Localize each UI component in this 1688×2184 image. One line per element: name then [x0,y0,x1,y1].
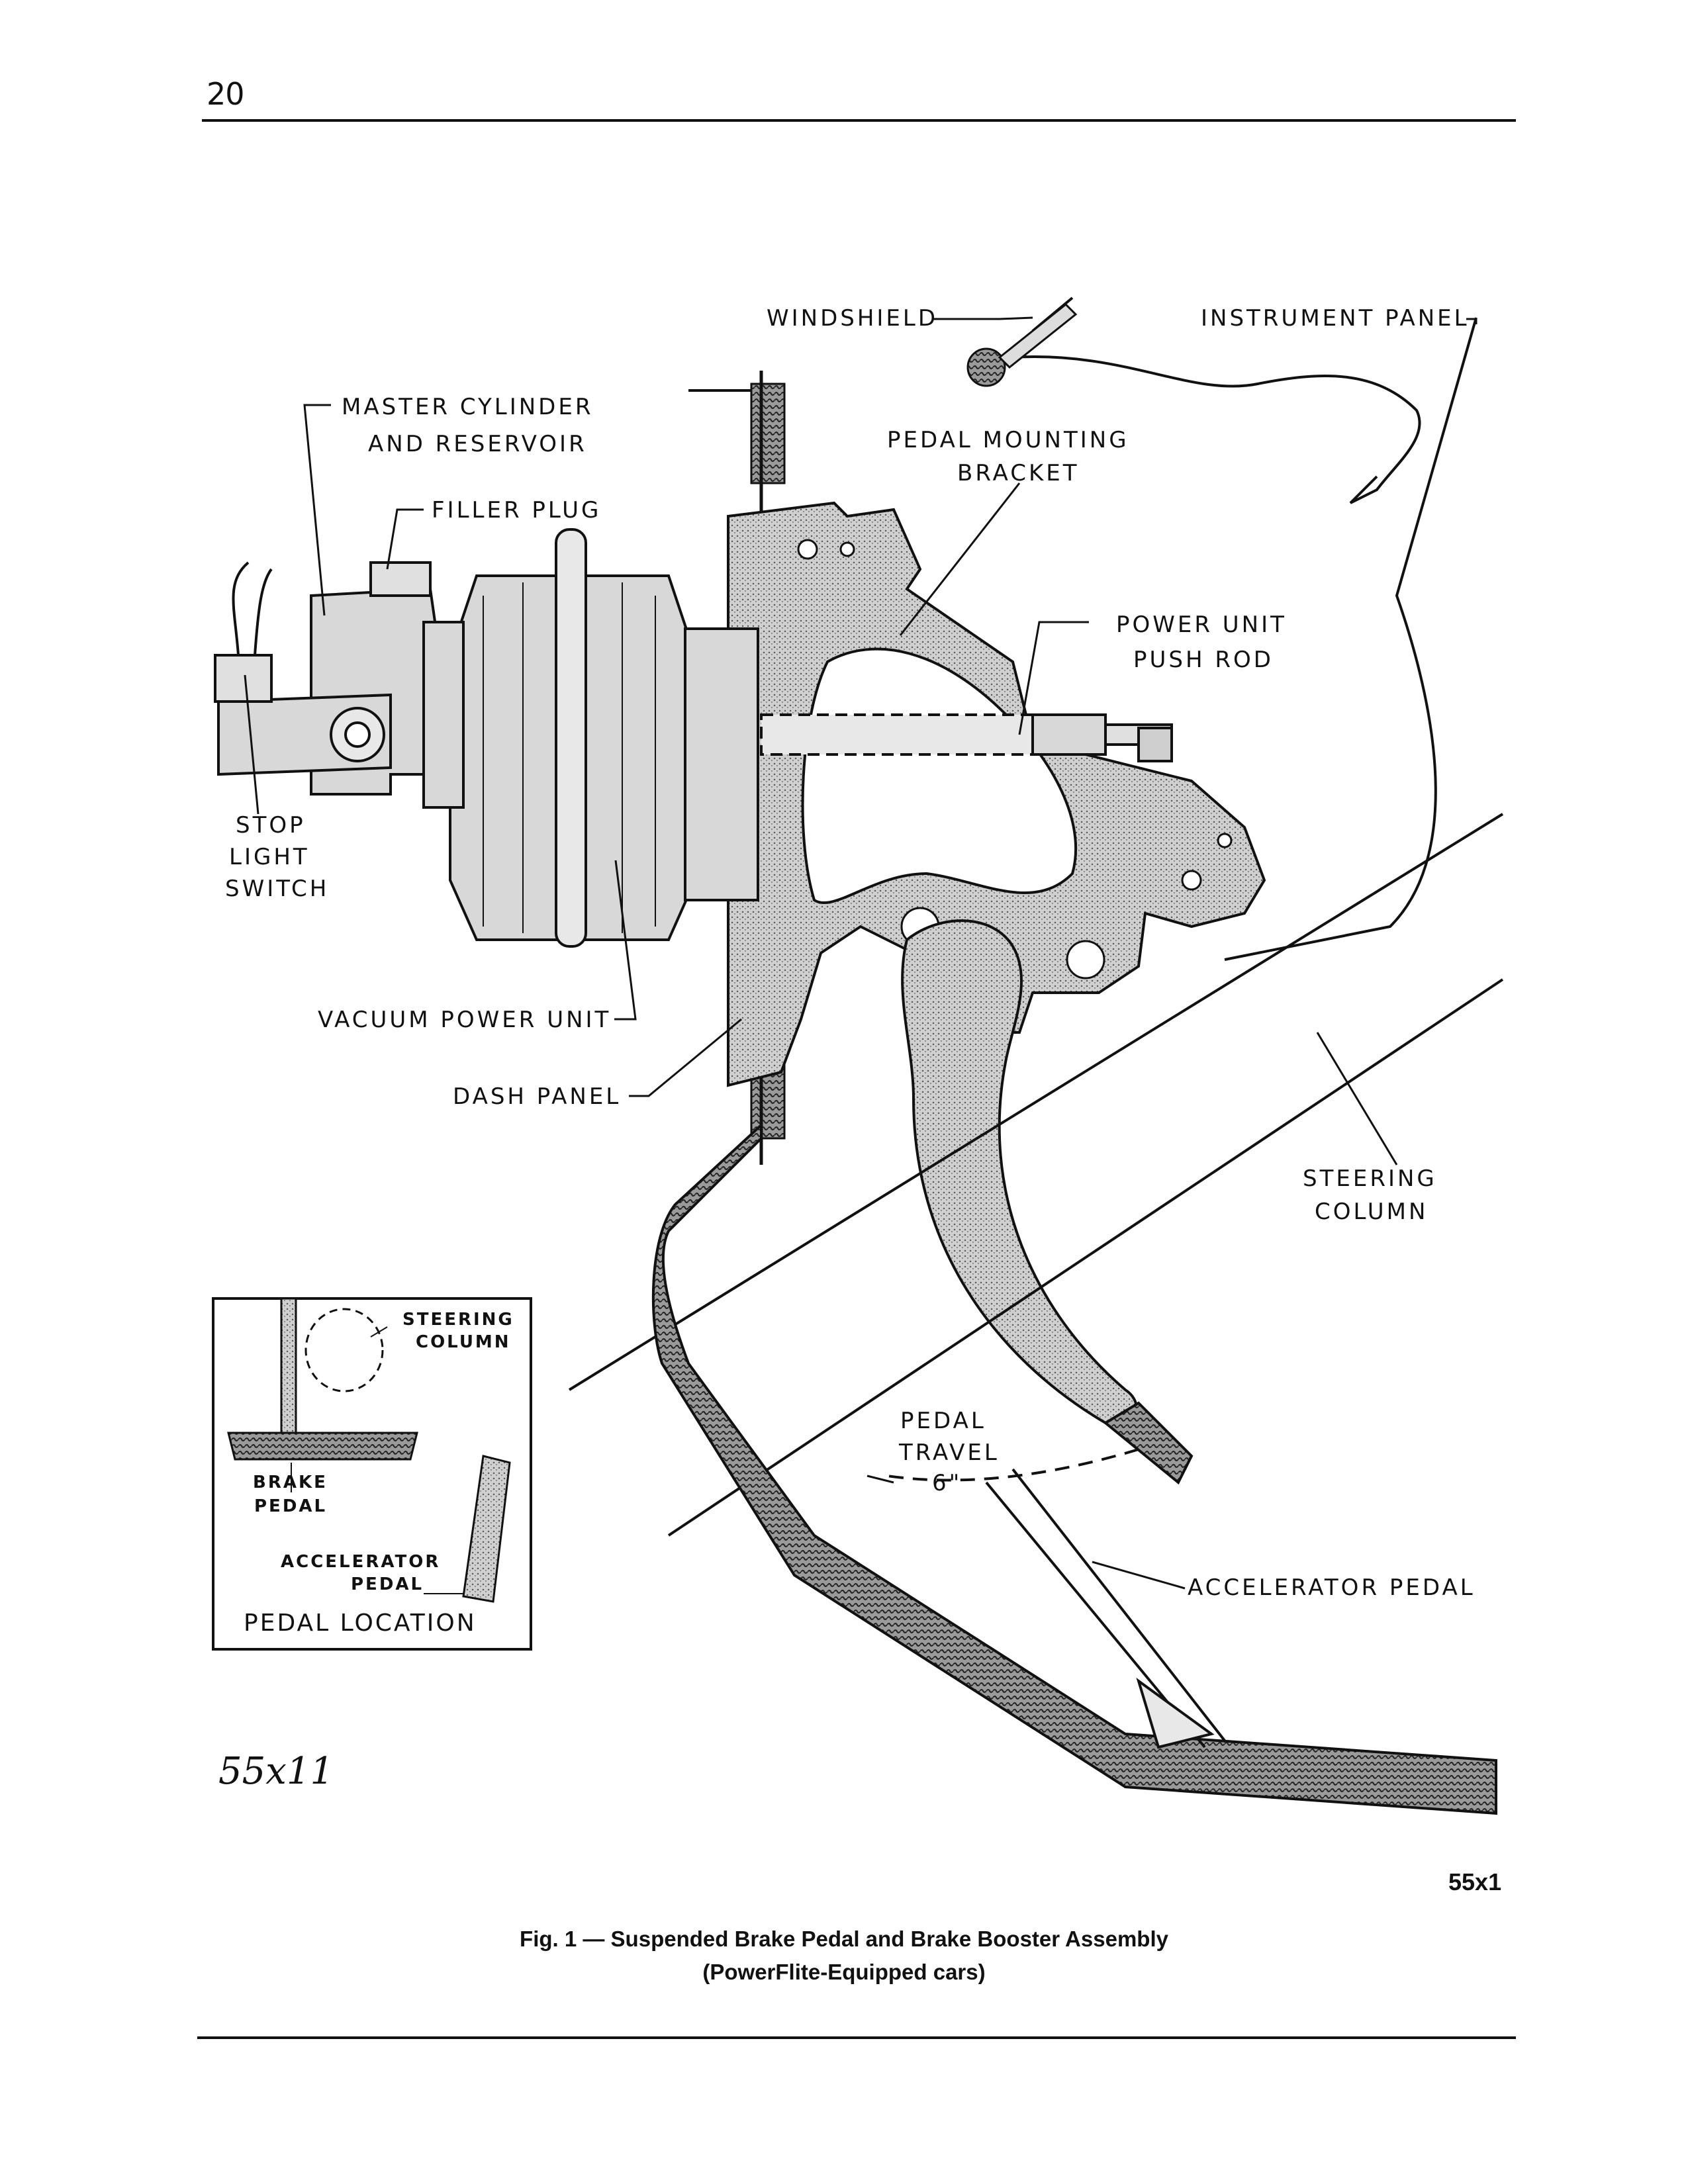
caption-line-2: (PowerFlite-Equipped cars) [702,1960,986,1984]
label-pedal-mounting-bracket: PEDAL MOUNTING [887,427,1129,453]
footer-rule [197,2036,1516,2039]
label-instrument-panel: INSTRUMENT PANEL [1201,305,1470,332]
bracket-cutout [801,647,1078,905]
master-cylinder [214,561,465,809]
inset-label-column: COLUMN [416,1332,511,1352]
label-stop-light-switch-2: LIGHT [229,844,310,870]
vacuum-power-unit [449,528,759,948]
inset-title: PEDAL LOCATION [244,1610,477,1637]
figure-code: 55x1 [1448,1868,1501,1895]
accelerator-pedal-linkage [985,1468,1226,1749]
label-windshield: WINDSHIELD [767,305,938,332]
label-pedal-travel: PEDAL [900,1408,986,1434]
inset-label-brake: BRAKE [253,1473,328,1492]
label-pedal-travel-3: 6" [932,1470,962,1496]
label-steering-column-2: COLUMN [1315,1199,1428,1225]
label-power-unit-push-rod-2: PUSH ROD [1133,647,1274,673]
label-vacuum-power-unit: VACUUM POWER UNIT [318,1007,611,1033]
handwritten-code: 55x11 [218,1750,334,1793]
caption-line-1: Fig. 1 — Suspended Brake Pedal and Brake… [520,1927,1168,1951]
stop-light-wires [232,561,273,656]
label-accelerator-pedal: ACCELERATOR PEDAL [1188,1574,1476,1601]
power-unit-push-rod [760,713,1173,762]
inset-label-steering: STEERING [402,1310,514,1330]
label-dash-panel: DASH PANEL [453,1083,621,1110]
label-master-cylinder-2: AND RESERVOIR [368,431,587,457]
leader-lines [244,316,1477,1590]
label-pedal-travel-2: TRAVEL [898,1439,1000,1466]
label-power-unit-push-rod: POWER UNIT [1116,612,1287,638]
page-number: 20 [207,76,245,112]
label-filler-plug: FILLER PLUG [432,497,601,523]
label-pedal-mounting-bracket-2: BRACKET [957,460,1080,486]
label-stop-light-switch: STOP [236,812,306,839]
figure-caption: Fig. 1 — Suspended Brake Pedal and Brake… [0,1923,1688,1989]
windshield-seal [966,302,1078,387]
inset-label-accelerator: ACCELERATOR [281,1552,440,1572]
inset-label-accelerator-pedal: PEDAL [351,1574,424,1594]
header-rule [202,119,1516,122]
label-stop-light-switch-3: SWITCH [225,876,329,902]
pedal-travel-arc [886,1448,1139,1482]
pedal-location-inset [212,1297,532,1651]
brake-pedal-arm [901,919,1138,1426]
floor-pan [651,1122,1497,1815]
inset-label-brake-pedal: PEDAL [254,1496,327,1516]
brake-pedal-pad [1103,1401,1194,1485]
label-master-cylinder: MASTER CYLINDER [342,394,593,420]
label-steering-column: STEERING [1303,1165,1437,1192]
steering-column [568,813,1504,1537]
